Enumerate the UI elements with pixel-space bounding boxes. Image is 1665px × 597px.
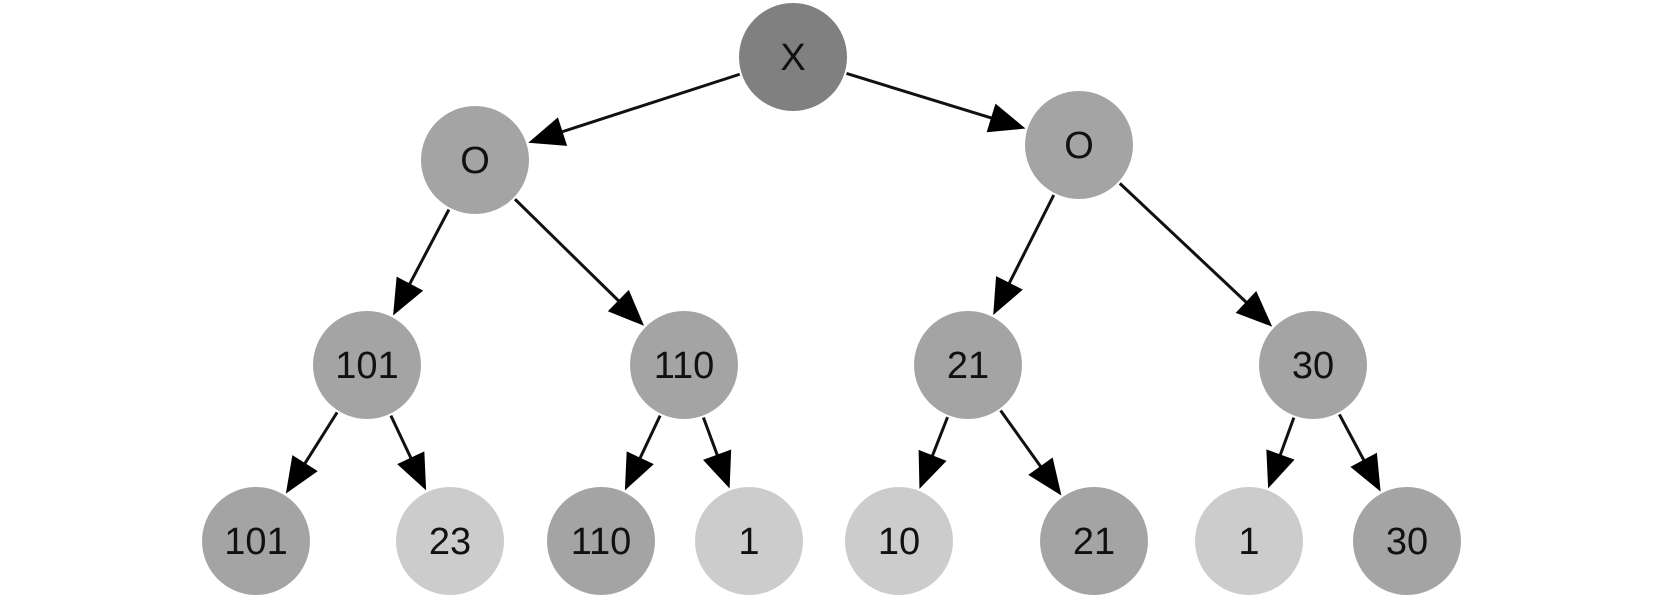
node-circle [396, 487, 504, 595]
edge-line [701, 417, 720, 459]
edge-line [846, 72, 996, 121]
arrowhead-icon [624, 451, 654, 491]
node-l2-b: 110 [630, 311, 738, 419]
edge-l1-left-to-l2-b [513, 198, 645, 326]
arrowhead-icon [528, 117, 568, 146]
edge-line [929, 416, 949, 460]
node-circle [1259, 311, 1367, 419]
node-leaf-2: 23 [396, 487, 504, 595]
arrowhead-icon [1266, 449, 1295, 489]
node-label: 110 [654, 345, 715, 387]
edge-l2-a-to-leaf-2 [389, 415, 427, 491]
edge-line [1338, 413, 1367, 465]
node-circle [421, 106, 529, 214]
edge-line [406, 208, 451, 288]
edge-line [1118, 182, 1250, 306]
edge-l1-left-to-l2-a [393, 208, 451, 316]
node-leaf-6: 21 [1040, 487, 1148, 595]
node-label: 21 [1073, 521, 1115, 563]
arrowhead-icon [1350, 452, 1381, 492]
node-circle [1025, 91, 1133, 199]
node-leaf-5: 10 [845, 487, 953, 595]
node-label: X [780, 37, 805, 79]
edge-l1-right-to-l2-c [993, 194, 1056, 316]
arrowhead-icon [607, 289, 645, 326]
arrowhead-icon [285, 455, 318, 494]
node-label: 10 [878, 521, 920, 563]
node-circle [1040, 487, 1148, 595]
node-leaf-7: 1 [1195, 487, 1303, 595]
node-circle [914, 311, 1022, 419]
node-label: 101 [224, 521, 287, 563]
edge-l2-b-to-leaf-4 [701, 417, 732, 489]
node-label: 1 [1238, 521, 1259, 563]
node-label: 30 [1292, 345, 1334, 387]
arrowhead-icon [1235, 291, 1273, 327]
node-circle [547, 487, 655, 595]
node-circle [1353, 487, 1461, 595]
edge-line [1277, 417, 1296, 459]
arrowhead-icon [918, 449, 947, 489]
node-leaf-4: 1 [695, 487, 803, 595]
node-circle [1195, 487, 1303, 595]
arrowhead-icon [397, 451, 427, 491]
edge-line [558, 72, 741, 135]
node-root: X [739, 3, 847, 111]
edge-line [301, 411, 339, 468]
edge-root-to-l1-right [846, 72, 1026, 133]
node-leaf-3: 110 [547, 487, 655, 595]
edge-l2-d-to-leaf-7 [1266, 417, 1296, 489]
edge-l2-d-to-leaf-8 [1338, 413, 1381, 492]
node-circle [845, 487, 953, 595]
edge-line [637, 415, 662, 463]
edge-line [513, 198, 623, 305]
node-l2-a: 101 [313, 311, 421, 419]
arrowhead-icon [1028, 457, 1062, 496]
node-label: 23 [429, 521, 471, 563]
arrowhead-icon [393, 276, 424, 316]
node-circle [630, 311, 738, 419]
node-l1-right: O [1025, 91, 1133, 199]
arrowhead-icon [703, 449, 732, 489]
edge-line [389, 415, 414, 463]
node-label: 110 [571, 521, 632, 563]
node-label: O [460, 140, 490, 182]
node-label: 1 [738, 521, 759, 563]
edge-l1-right-to-l2-d [1118, 182, 1273, 327]
node-label: 101 [335, 345, 398, 387]
node-circle [313, 311, 421, 419]
node-l2-c: 21 [914, 311, 1022, 419]
edge-line [1006, 194, 1056, 288]
node-leaf-1: 101 [202, 487, 310, 595]
edge-l2-c-to-leaf-6 [999, 409, 1062, 496]
edges-layer [285, 72, 1381, 496]
node-leaf-8: 30 [1353, 487, 1461, 595]
node-l1-left: O [421, 106, 529, 214]
node-label: O [1064, 125, 1094, 167]
edge-l2-a-to-leaf-1 [285, 411, 339, 494]
edge-root-to-l1-left [528, 72, 741, 146]
node-l2-d: 30 [1259, 311, 1367, 419]
edge-l2-b-to-leaf-3 [624, 415, 662, 491]
node-label: 30 [1386, 521, 1428, 563]
node-circle [739, 3, 847, 111]
edge-l2-c-to-leaf-5 [918, 416, 949, 489]
arrowhead-icon [993, 276, 1023, 316]
node-circle [695, 487, 803, 595]
node-label: 21 [947, 345, 989, 387]
node-circle [202, 487, 310, 595]
edge-line [999, 409, 1044, 471]
arrowhead-icon [986, 103, 1026, 133]
